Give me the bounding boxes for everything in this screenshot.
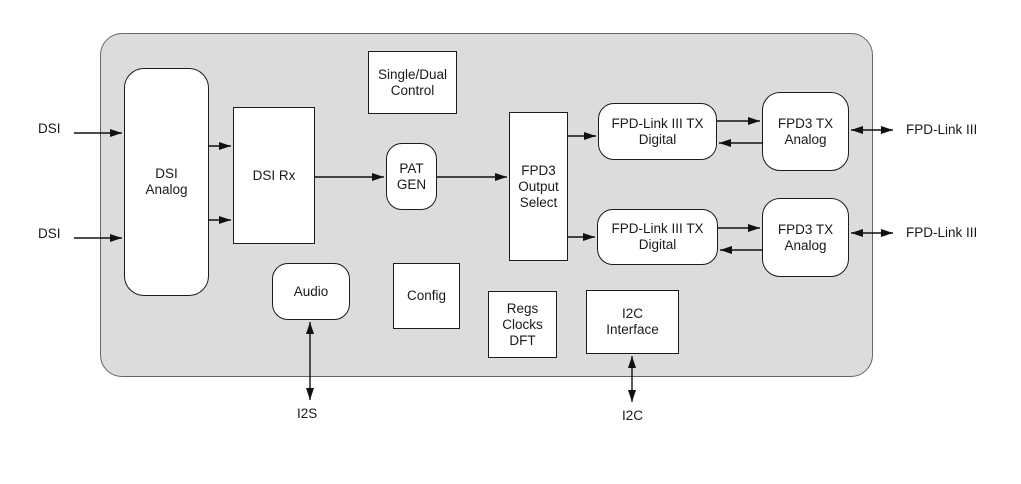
block-single-dual-control: Single/Dual Control [368,51,457,114]
block-fpd-link-tx-digital-2: FPD-Link III TX Digital [597,209,718,265]
block-fpd3-tx-analog-1: FPD3 TX Analog [762,92,849,171]
block-fpd3-output-select-label: FPD3 Output Select [518,162,559,210]
block-dsi-rx: DSI Rx [233,107,315,244]
io-label-fpd-link-top: FPD-Link III [906,122,978,137]
block-fpd3-output-select: FPD3 Output Select [509,112,568,261]
io-label-i2s: I2S [297,406,318,421]
block-pat-gen: PAT GEN [386,143,437,210]
io-label-i2c: I2C [622,408,644,423]
block-audio: Audio [272,263,350,320]
block-config: Config [393,263,460,329]
chip-body [100,33,873,377]
block-fpd3-tx-analog-1-label: FPD3 TX Analog [777,115,834,147]
io-label-dsi-bottom: DSI [38,226,61,241]
block-regs-clocks-dft-label: Regs Clocks DFT [502,300,543,348]
block-single-dual-control-label: Single/Dual Control [377,66,448,98]
block-pat-gen-label: PAT GEN [396,160,427,192]
block-fpd3-tx-analog-2-label: FPD3 TX Analog [777,221,834,253]
io-label-dsi-top: DSI [38,121,61,136]
block-regs-clocks-dft: Regs Clocks DFT [488,291,557,358]
block-dsi-analog-label: DSI Analog [145,166,188,197]
block-fpd-link-tx-digital-1-label: FPD-Link III TX Digital [611,115,704,147]
block-dsi-analog: DSI Analog [124,68,209,296]
block-audio-label: Audio [293,283,329,299]
io-label-fpd-link-bottom: FPD-Link III [906,225,978,240]
block-config-label: Config [406,288,447,303]
block-fpd-link-tx-digital-1: FPD-Link III TX Digital [598,103,717,160]
block-i2c-interface-label: I2C Interface [606,306,659,337]
block-fpd3-tx-analog-2: FPD3 TX Analog [762,198,849,277]
block-dsi-rx-label: DSI Rx [252,167,296,183]
block-i2c-interface: I2C Interface [586,290,679,354]
block-fpd-link-tx-digital-2-label: FPD-Link III TX Digital [611,221,704,252]
